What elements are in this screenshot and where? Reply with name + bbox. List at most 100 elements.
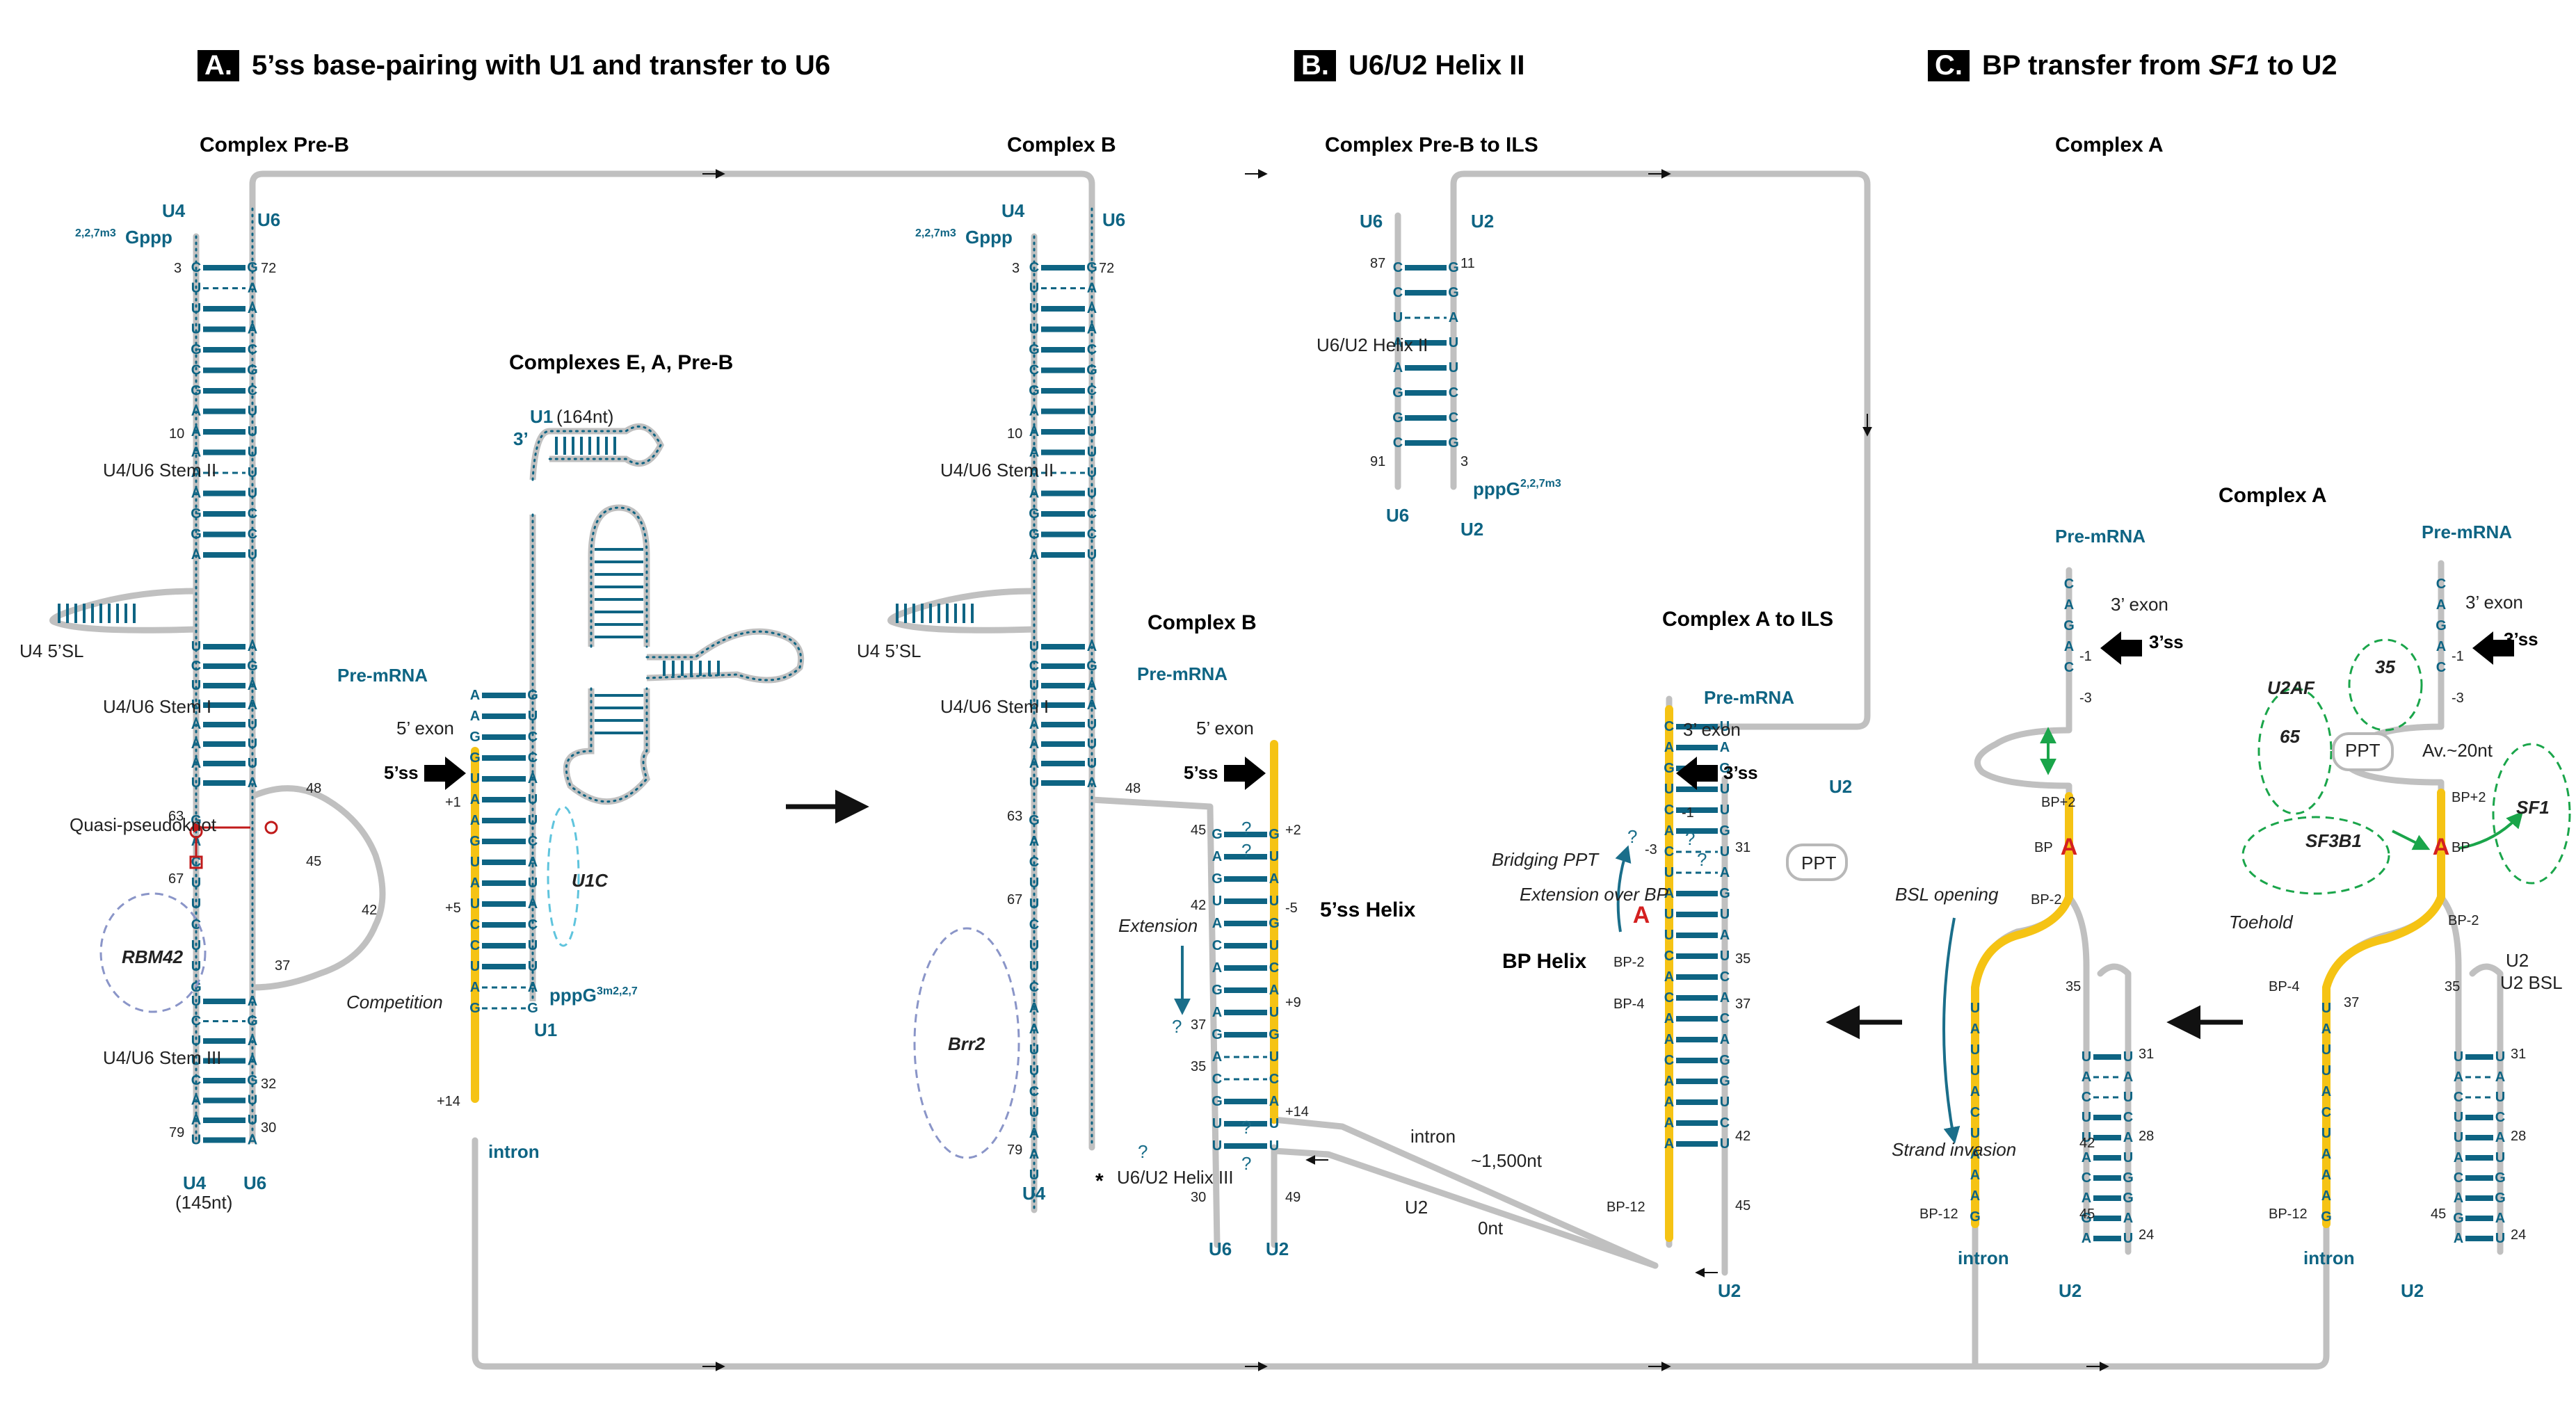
uncertain-marks: ? ? ? ? ? ? ? ? ?	[1138, 818, 1707, 1174]
pre-b-stem2-right-nt: A	[248, 301, 257, 316]
b-stem2-left-nt: A	[1029, 404, 1039, 419]
five-ss-helix-right-nt: U	[1269, 849, 1279, 864]
complex-a-mid-intron-nt: C	[1970, 1105, 1980, 1120]
u2-ils-bottom: U2	[1718, 1280, 1741, 1301]
u2-c-mid: U2	[2059, 1280, 2082, 1301]
pre-b-stem2-left-nt: G	[191, 527, 202, 542]
svg-text:10: 10	[1007, 426, 1022, 442]
b-stem2-right-nt: U	[1087, 445, 1097, 460]
pre-b-stem3-left-nt: C	[191, 1014, 201, 1029]
u1-snrna	[529, 423, 805, 1001]
complex-a-right-bsl-right-nt: A	[2495, 1211, 2505, 1226]
extension-label: Extension	[1118, 915, 1198, 936]
position-numbers: 3 72 10 63 67 79 32 30 48 45 42 37 +1 +5…	[168, 256, 2526, 1243]
u4-bottom-b: U4	[1022, 1183, 1046, 1204]
pre-mrna-c-right: Pre-mRNA	[2422, 522, 2512, 542]
u1-5ss-right-nt: U	[528, 938, 538, 953]
protein-ellipses	[99, 638, 2571, 1159]
complex-a-right-bsl-right-nt: G	[2495, 1191, 2506, 1206]
u1-5ss-right-nt: U	[528, 813, 538, 828]
pre-b-stem2-left-nt: C	[191, 363, 201, 378]
pre-b-stem1-right-nt: A	[248, 697, 257, 713]
pre-b-stem2-right-nt: U	[248, 445, 257, 460]
five-ss-helix-right-nt: A	[1269, 871, 1279, 887]
complex-a-right-bsl-left-nt: U	[2454, 1110, 2463, 1125]
pre-b-stem2-left-nt: A	[191, 404, 201, 419]
svg-text:?: ?	[1172, 1016, 1182, 1037]
complex-a-right-intron-nt: U	[2321, 1126, 2331, 1141]
complex-a-mid-intron-nt: G	[1970, 1209, 1981, 1225]
complex-a-right-bsl-right-nt: C	[2495, 1110, 2505, 1125]
pre-b-stem2-right-nt: U	[248, 424, 257, 439]
u6-helix2-bottom: U6	[1386, 505, 1409, 526]
u6u2-helix2-left-nt: C	[1393, 260, 1403, 275]
svg-text:?: ?	[1241, 818, 1251, 839]
complex-a-mid-bsl-left-nt: U	[2082, 1049, 2091, 1065]
u2bsl-label-u2: U2	[2506, 950, 2529, 971]
bp-helix-right-nt: A	[1720, 928, 1730, 943]
exon5-a: 5’ exon	[396, 718, 454, 739]
toehold-label: Toehold	[2229, 912, 2294, 933]
u6u2-helix2-label: U6/U2 Helix II	[1317, 334, 1428, 355]
u1-5ss-right-nt: A	[528, 855, 538, 870]
u2af-label: U2AF	[2267, 677, 2315, 698]
b-stem1-right-nt: A	[1087, 678, 1097, 693]
bp-helix-right-nt: U	[1720, 1136, 1730, 1152]
exon3-c-mid: 3’ exon	[2111, 594, 2168, 615]
quasi-label: Quasi-pseudoknot	[70, 814, 217, 835]
pre-b-stem3-right-nt: G	[247, 1014, 258, 1029]
complex-a-mid-bsl-right-nt: C	[2123, 1110, 2133, 1125]
bp-helix-left-nt: A	[1664, 1074, 1674, 1089]
pre-b-stem3-left-nt: C	[191, 1073, 201, 1088]
svg-text:35: 35	[1191, 1059, 1206, 1074]
b-u4-tail-nt: A	[1029, 1001, 1039, 1016]
complex-a-mid-intron-nt: A	[1970, 1022, 1980, 1037]
av20-label: Av.~20nt	[2422, 740, 2493, 761]
u6-label-top-b: U6	[1102, 209, 1125, 230]
ss3-c-mid: 3’ss	[2149, 631, 2184, 652]
bp-helix-right-nt: U	[1720, 719, 1730, 734]
pre-mrna-b: Pre-mRNA	[1137, 663, 1227, 684]
pre-b-stem2-right-nt: U	[248, 486, 257, 501]
complex-a-right-intron-nt: U	[2321, 1063, 2331, 1079]
pre-b-stem2-right-nt: A	[248, 281, 257, 296]
svg-text:24: 24	[2511, 1227, 2526, 1243]
complex-a-mid-3exon-nt: A	[2064, 597, 2074, 613]
bp-helix-left-nt: C	[1664, 844, 1674, 860]
pre-b-u4-link-nt: C	[191, 855, 201, 870]
svg-text:?: ?	[1138, 1141, 1148, 1162]
u1-5ss-right-nt: G	[527, 1001, 538, 1016]
pre-b-stem2-right-nt: C	[248, 527, 257, 542]
bp-helix-left-nt: C	[1664, 719, 1674, 734]
complex-a-mid-bsl-left-nt: G	[2081, 1211, 2092, 1226]
bp-helix-left-nt: U	[1664, 928, 1674, 943]
ss-pointers	[424, 631, 2514, 790]
b-u4-tail-nt: U	[1029, 938, 1039, 953]
svg-text:+14: +14	[1285, 1104, 1309, 1120]
bp-helix-right-nt: C	[1720, 969, 1730, 985]
u6-helix2-top: U6	[1360, 211, 1383, 232]
u6u2-h3-label: U6/U2 Helix III	[1117, 1167, 1234, 1188]
gppp-sup-b: 2,2,7m3	[915, 227, 956, 239]
pre-b-stem1-left-nt: A	[191, 736, 201, 752]
u1-bottom: U1	[534, 1019, 557, 1040]
gppp-label-b: Gppp	[965, 227, 1013, 248]
u1-5ss-left-nt: A	[470, 792, 480, 807]
svg-text:30: 30	[1191, 1190, 1206, 1205]
sf1-label: SF1	[2516, 797, 2550, 818]
exon5-b: 5’ exon	[1196, 718, 1254, 739]
b-stem2-left-nt: U	[1029, 322, 1039, 337]
u1-5ss-left-nt: U	[470, 959, 480, 974]
pre-b-u4-link-nt: U	[191, 959, 201, 974]
b-stem1-right-nt: A	[1087, 639, 1097, 654]
b-stem2-right-nt: G	[1086, 363, 1097, 378]
b-stem2-right-nt: U	[1087, 465, 1097, 481]
five-ss-helix-right-nt: U	[1269, 938, 1279, 953]
u6u2-helix2-left-nt: U	[1393, 310, 1403, 325]
b-stem2-right-nt: G	[1086, 260, 1097, 275]
complex-a-mid-bsl-right-nt: U	[2123, 1231, 2133, 1246]
svg-text:37: 37	[2344, 995, 2359, 1010]
pre-b-stem2-left-nt: U	[191, 322, 201, 337]
five-ss-helix-left-nt: A	[1212, 1005, 1222, 1020]
